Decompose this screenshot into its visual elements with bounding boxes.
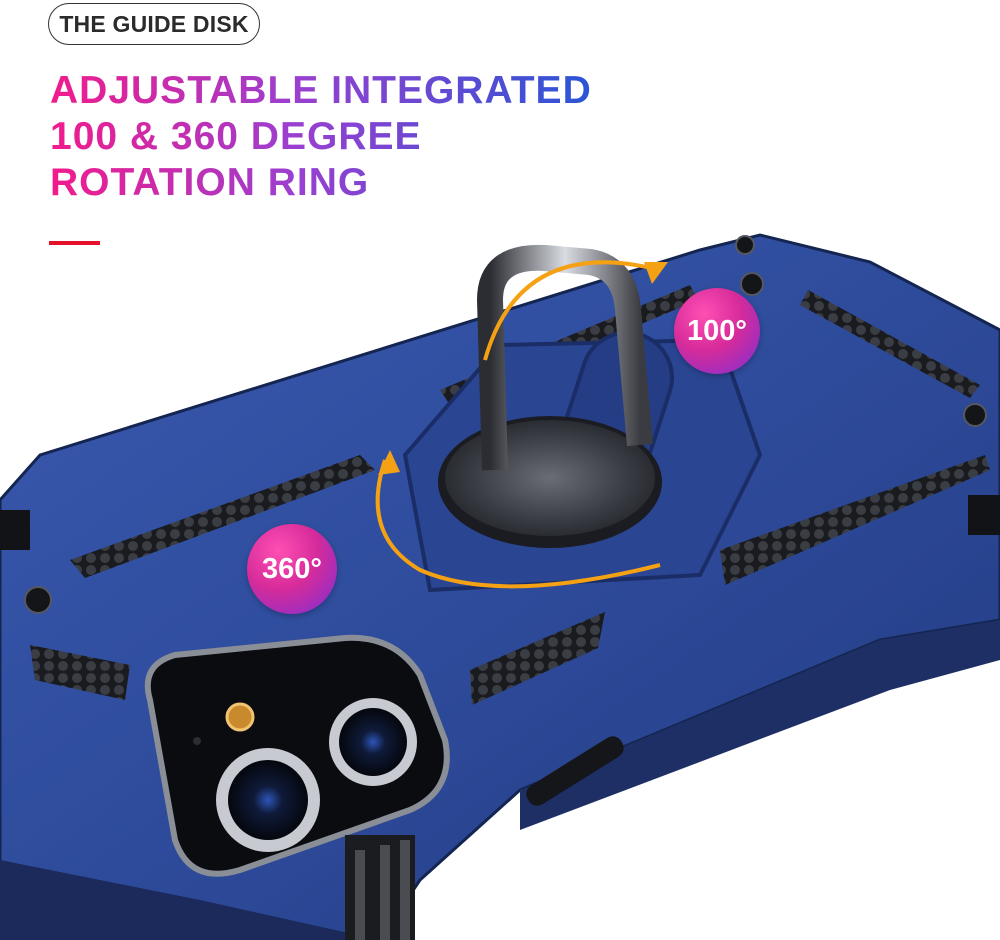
- arrow-100-head: [644, 262, 668, 284]
- rotation-arrows: [375, 260, 668, 589]
- camera-lens-bottom: [216, 748, 320, 852]
- corner-screws: [24, 235, 987, 614]
- rotation-360-badge: 360°: [247, 524, 337, 614]
- arrow-360-head: [378, 450, 400, 475]
- camera-lens-top: [329, 698, 417, 786]
- arrow-360-degree: [375, 459, 661, 589]
- arrow-100-degree: [483, 260, 661, 361]
- rotation-100-badge: 100°: [674, 288, 760, 374]
- red-accent-rule: [49, 241, 100, 245]
- guide-disk-tag: THE GUIDE DISK: [48, 3, 260, 45]
- side-buttons: [0, 495, 1000, 940]
- ring-holder: [402, 244, 763, 593]
- camera-module: [144, 634, 450, 877]
